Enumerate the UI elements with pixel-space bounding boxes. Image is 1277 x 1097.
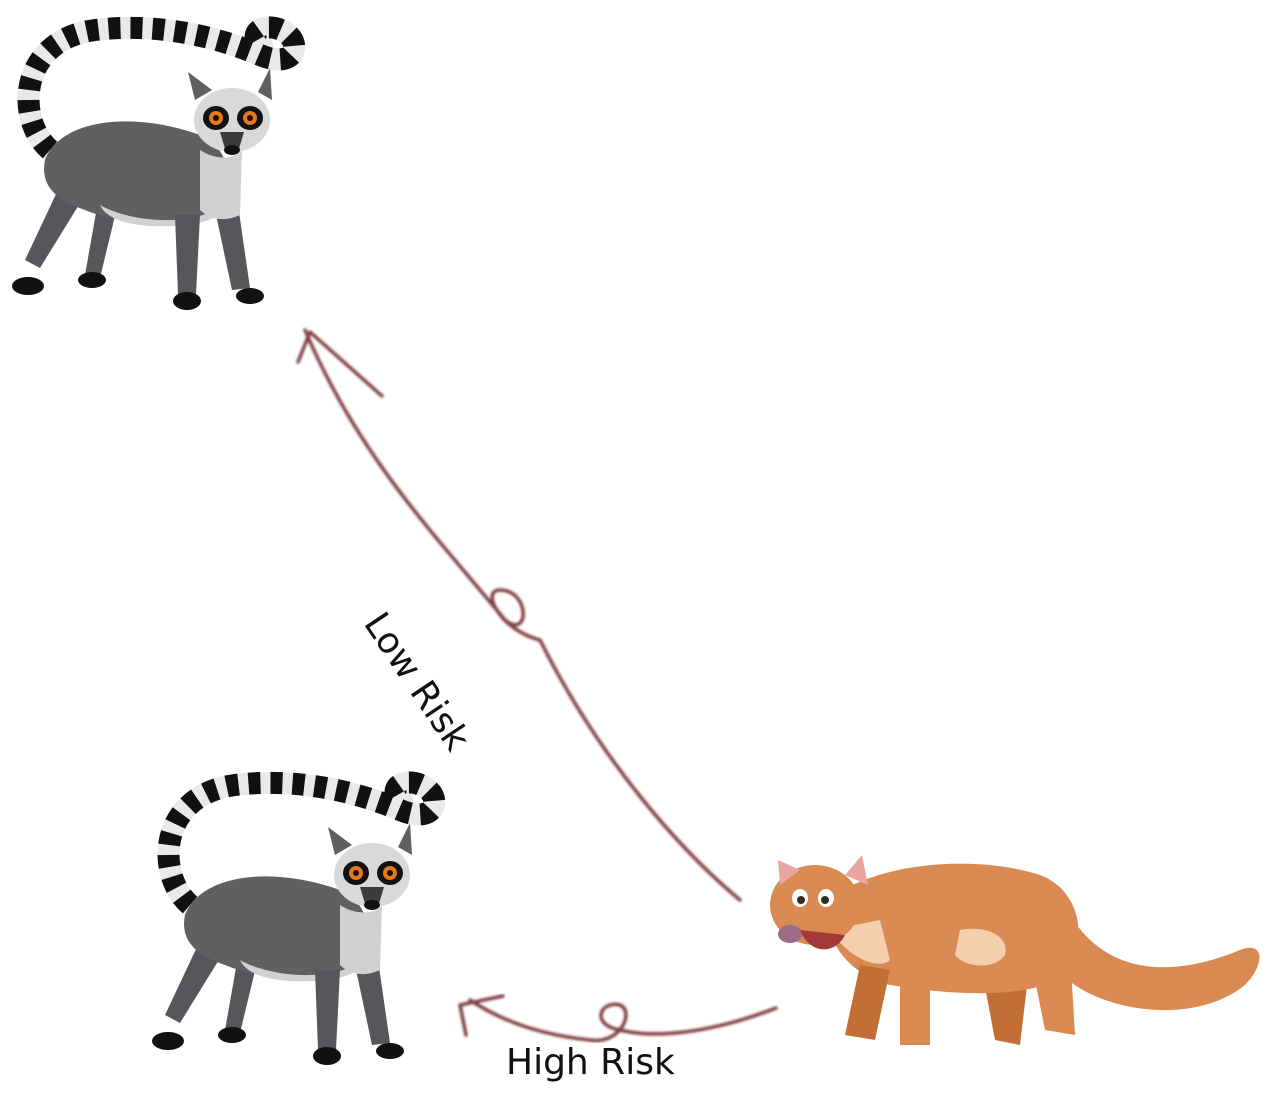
- lemur-bottom-icon: [152, 782, 434, 1065]
- high-risk-arrow: [458, 994, 778, 1043]
- high-risk-label: High Risk: [506, 1042, 675, 1083]
- fossa-icon: [770, 855, 1260, 1045]
- lemur-top-icon: [12, 27, 294, 310]
- low-risk-arrow: [296, 328, 742, 902]
